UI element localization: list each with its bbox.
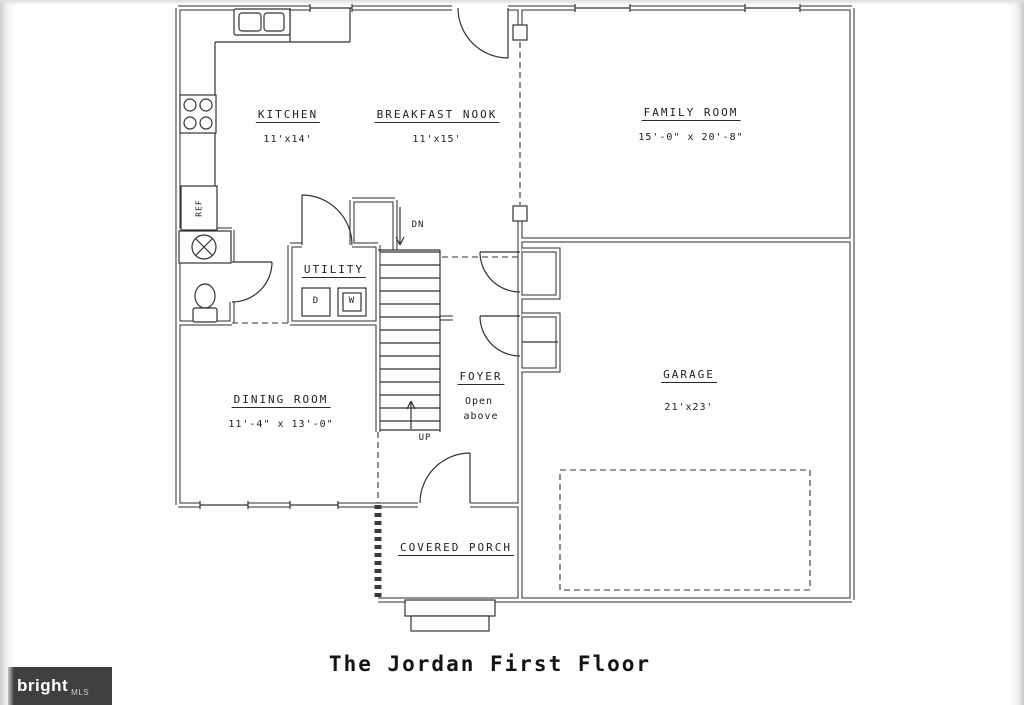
watermark-brand: bright <box>17 676 69 695</box>
utility-appliances <box>301 287 367 317</box>
garage-dims: 21'x23' <box>664 402 714 413</box>
covered-porch-label: COVERED PORCH <box>397 541 515 556</box>
stairs <box>378 207 441 432</box>
windows <box>199 4 801 509</box>
washer-letter: W <box>348 296 356 306</box>
walls <box>175 5 855 603</box>
breakfast-nook-dims: 11'x15' <box>412 134 462 145</box>
dryer-box <box>301 287 331 317</box>
plan-title: The Jordan First Floor <box>328 652 652 676</box>
kitchen-counter <box>179 8 351 231</box>
kitchen-dims: 11'x14' <box>263 134 313 145</box>
down-arrow <box>395 207 405 246</box>
foyer-label: FOYER <box>457 370 505 385</box>
foyer-note-above: above <box>463 411 499 422</box>
watermark-suffix: MLS <box>71 688 90 697</box>
refrigerator-label: REF <box>194 199 204 217</box>
column-posts <box>512 24 528 222</box>
family-room-label: FAMILY ROOM <box>641 106 741 121</box>
sink <box>191 234 217 260</box>
porch-steps <box>404 599 496 632</box>
utility-label: UTILITY <box>301 263 367 278</box>
doors <box>231 7 521 504</box>
kitchen-label: KITCHEN <box>255 108 321 123</box>
dashed-openings <box>232 42 811 591</box>
family-room-dims: 15'-0" x 20'-8" <box>638 132 744 143</box>
brightmls-watermark: bright MLS <box>8 667 112 705</box>
up-arrow <box>406 400 416 429</box>
dining-room-dims: 11'-4" x 13'-0" <box>228 419 334 430</box>
stairs-up-label: UP <box>418 433 432 443</box>
foyer-note-open: Open <box>464 396 494 407</box>
breakfast-nook-label: BREAKFAST NOOK <box>374 108 500 123</box>
refrigerator-box <box>180 185 218 231</box>
dryer-letter: D <box>312 296 320 306</box>
powder-room-fixtures <box>178 230 232 323</box>
stairs-down-label: DN <box>411 220 425 230</box>
dining-room-label: DINING ROOM <box>231 393 331 408</box>
garage-label: GARAGE <box>661 368 717 383</box>
vanity <box>178 230 232 264</box>
toilet <box>194 283 216 309</box>
